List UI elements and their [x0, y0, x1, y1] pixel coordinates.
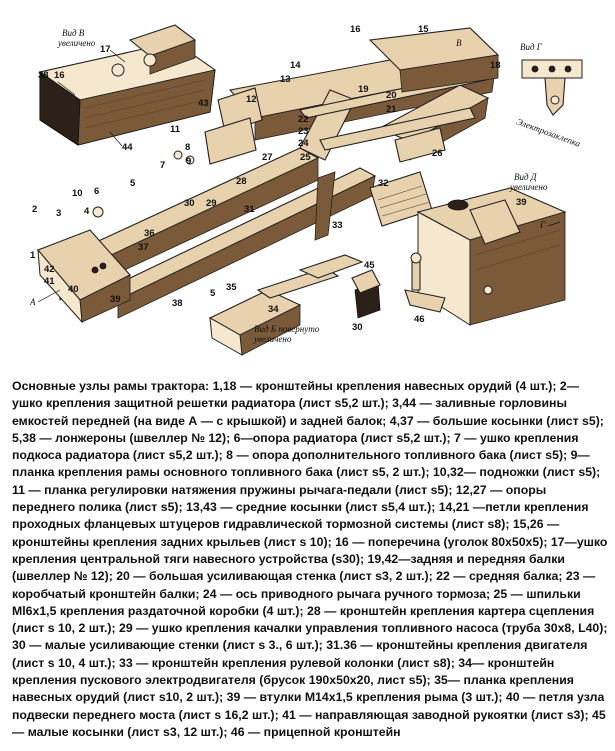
callout-45: 45: [364, 260, 375, 271]
callout-34: 34: [268, 304, 279, 315]
view-b-sub: увеличено: [253, 334, 292, 344]
arrow-a: А: [29, 297, 36, 307]
callout-25: 25: [300, 152, 311, 163]
callout-37: 37: [138, 242, 149, 253]
callout-15: 15: [418, 24, 429, 35]
view-g-label: Вид Г: [520, 42, 543, 52]
callout-1: 1: [30, 250, 36, 261]
view-v-sub: увеличено: [57, 38, 96, 48]
callout-13: 13: [280, 74, 291, 85]
callout-46: 46: [414, 314, 425, 325]
callout-29: 29: [206, 198, 217, 209]
callout-26: 26: [432, 148, 443, 159]
callout-23: 23: [298, 126, 309, 137]
callout-5a: 5: [130, 178, 136, 189]
callout-14: 14: [290, 60, 301, 71]
callout-27: 27: [262, 152, 273, 163]
callout-12: 12: [246, 94, 257, 105]
callout-5: 5: [210, 288, 216, 299]
callout-4: 4: [84, 206, 90, 217]
callout-38b: 38: [172, 298, 183, 309]
callout-42: 42: [44, 264, 55, 275]
callout-labels: 38 16 17 43 44 16 15 18 14 13 19 20 21 2…: [30, 24, 527, 333]
callout-35: 35: [226, 282, 237, 293]
callout-43: 43: [198, 98, 209, 109]
callout-33: 33: [332, 220, 343, 231]
view-v-bracket: [38, 24, 217, 146]
callout-19: 19: [358, 84, 369, 95]
callout-36: 36: [144, 228, 155, 239]
callout-18: 18: [490, 60, 501, 71]
callout-38: 38: [38, 70, 49, 81]
callout-10: 10: [72, 188, 83, 199]
small-parts: [351, 252, 446, 313]
callout-39b: 39: [516, 197, 527, 208]
view-v-label: Вид В: [62, 28, 85, 38]
electro-label: Электрозаклепка: [515, 116, 582, 148]
view-d-label: Вид Д: [514, 172, 538, 182]
callout-11: 11: [170, 124, 181, 135]
arrow-v: В: [456, 38, 462, 48]
callout-2: 2: [32, 204, 37, 215]
callout-28: 28: [236, 176, 247, 187]
callout-16: 16: [54, 70, 65, 81]
arrow-g: Г: [539, 220, 546, 230]
callout-16b: 16: [350, 24, 361, 35]
tractor-frame-diagram: 38 16 17 43 44 16 15 18 14 13 19 20 21 2…: [0, 0, 615, 375]
view-g-detail: [521, 59, 583, 116]
callout-20: 20: [386, 90, 397, 101]
callout-31: 31: [244, 204, 255, 215]
callout-39: 39: [110, 294, 121, 305]
figure-caption: Основные узлы рамы трактора: 1,18 — крон…: [12, 379, 608, 739]
callout-6: 6: [94, 186, 99, 197]
callout-7: 7: [160, 160, 165, 171]
callout-8: 8: [185, 142, 190, 153]
callout-21: 21: [386, 104, 397, 115]
view-b-label: Вид Б повернуто: [254, 324, 320, 334]
callout-32: 32: [378, 178, 389, 189]
callout-30: 30: [184, 198, 195, 209]
callout-41: 41: [44, 276, 55, 287]
callout-30b: 30: [352, 322, 363, 333]
callout-9: 9: [186, 156, 191, 167]
diagram-svg: 38 16 17 43 44 16 15 18 14 13 19 20 21 2…: [29, 24, 583, 356]
callout-3: 3: [56, 208, 61, 219]
view-b-detail: [208, 254, 381, 356]
callout-17: 17: [100, 44, 111, 55]
view-d-sub: увеличено: [509, 182, 548, 192]
main-frame: [37, 27, 500, 324]
callout-44: 44: [122, 142, 133, 153]
callout-22: 22: [298, 114, 309, 125]
callout-24: 24: [298, 138, 309, 149]
callout-40: 40: [68, 284, 79, 295]
